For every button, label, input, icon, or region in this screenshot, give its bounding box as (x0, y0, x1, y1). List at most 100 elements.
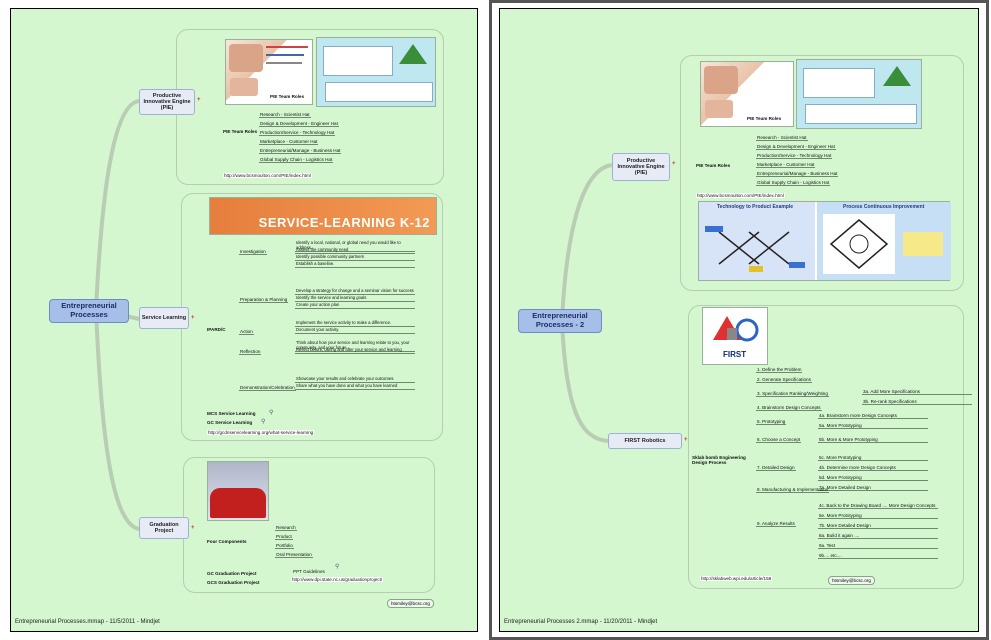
hand-photo (704, 66, 738, 94)
pie-link[interactable]: http://www.bcsmoulton.com/PIE/index.html (696, 193, 785, 198)
root-topic[interactable]: Entrepreneurial Processes (49, 299, 129, 323)
design-substep[interactable]: 4b. Determine more Design Concepts (818, 465, 928, 472)
stage-label[interactable]: Action (239, 329, 254, 336)
stage-item[interactable]: Reflect before, during and after your se… (295, 347, 415, 354)
cycle-diagram-icon (823, 214, 943, 274)
pie-diagram-image (316, 37, 436, 107)
component-item[interactable]: Oral Presentation (275, 552, 313, 559)
link-icon[interactable]: ⚲ (261, 419, 266, 425)
diag-right-title: Process Continuous Improvement (843, 204, 925, 210)
role-item[interactable]: Global Supply Chain - Logistics Hat (259, 157, 334, 164)
role-item[interactable]: Entrepreneurial/Manage - Business Hat (259, 148, 342, 155)
pie-roles-label: PIE Team Roles (696, 163, 731, 168)
map-page-right: Entrepreneurial Processes - 2 Productive… (499, 8, 979, 632)
expand-icon[interactable]: + (191, 315, 195, 321)
role-item[interactable]: Design & Development - Engineer Hat (756, 144, 836, 151)
design-substep[interactable]: 5d. More Prototyping (818, 475, 928, 482)
design-step[interactable]: 4. Brainstorm Design Concepts (756, 405, 822, 412)
design-step[interactable]: 5. Prototyping (756, 419, 787, 426)
expand-icon[interactable]: + (191, 525, 195, 531)
design-substep[interactable]: 7b. More Detailed Design (818, 523, 938, 530)
design-substep[interactable]: 3a. Add More Specifications (862, 389, 972, 396)
pyramid-icon (399, 44, 427, 64)
role-item[interactable]: Production/Service - Technology Hat (259, 130, 336, 137)
first-link[interactable]: http://sklabweb.wpi.edu/article/158 (700, 576, 773, 581)
stage-item[interactable]: Establish a baseline. (295, 261, 415, 268)
role-item[interactable]: Global Supply Chain - Logistics Hat (756, 180, 831, 187)
stage-item[interactable]: Identify a local, national, or global ne… (295, 240, 415, 252)
sl-extra-1[interactable]: GC Service Learning (207, 420, 253, 425)
design-step[interactable]: 7. Detailed Design (756, 465, 796, 472)
design-substep[interactable]: 5e. More Prototyping (818, 513, 938, 520)
design-step[interactable]: 1. Define the Problem (756, 367, 803, 374)
stage-item[interactable]: Identify possible community partners (295, 254, 415, 261)
link-icon[interactable]: ⚲ (269, 410, 274, 416)
stage-item[interactable]: Document your activity. (295, 327, 415, 334)
component-item[interactable]: Portfolio (275, 543, 294, 550)
gp-topic[interactable]: Graduation Project (139, 517, 189, 539)
email-tag[interactable]: htsmiley@bcsc.org (828, 576, 875, 585)
pie-link[interactable]: http://www.bcsmoulton.com/PIE/index.html (223, 173, 312, 178)
pie-topic[interactable]: Productive Innovative Engine (PIE) (139, 89, 195, 115)
pie-diagram-image (796, 59, 922, 129)
role-item[interactable]: Marketplace - Customer Hat (259, 139, 319, 146)
design-step[interactable]: 6. Choose a Concept (756, 437, 802, 444)
first-topic[interactable]: FIRST Robotics (608, 433, 682, 449)
role-item[interactable]: Design & Development - Engineer Hat (259, 121, 339, 128)
stage-item[interactable]: Think about how your service and learnin… (295, 340, 415, 352)
pie-image: PIE Team Roles (700, 61, 794, 127)
design-substep[interactable]: 5a. More Prototyping (818, 423, 928, 430)
design-substep[interactable]: 9a. Test (818, 543, 938, 550)
design-substep[interactable]: 4c. Back to the Drawing Board .... More … (818, 503, 938, 510)
root-topic[interactable]: Entrepreneurial Processes - 2 (518, 309, 602, 333)
stage-item[interactable]: Create your action plan (295, 302, 415, 309)
design-substep[interactable]: 9b.... etc.... (818, 553, 938, 560)
stage-label[interactable]: Preparation & Planning (239, 297, 289, 304)
first-logo-text: FIRST (723, 350, 747, 359)
sl-topic[interactable]: Service Learning (139, 307, 189, 329)
expand-icon[interactable]: + (672, 161, 676, 167)
sl-extra-0[interactable]: MCS Service Learning (207, 411, 256, 416)
sl-link[interactable]: http://gcdnservicelearning.org/what-serv… (207, 430, 315, 435)
role-item[interactable]: Entrepreneurial/Manage - Business Hat (756, 171, 839, 178)
link-icon[interactable]: ⚲ (335, 564, 340, 570)
design-substep[interactable]: 3b. Re-rank Specifications (862, 399, 972, 406)
stage-label[interactable]: Investigation (239, 249, 267, 256)
design-substep[interactable]: 5b. More & More Prototyping (818, 437, 928, 444)
design-substep[interactable]: 7a. More Detailed Design (818, 485, 928, 492)
stage-item[interactable]: Showcase your results and celebrate your… (295, 376, 415, 383)
graduates-silhouette (210, 488, 266, 518)
stage-item[interactable]: Assess the community need (295, 247, 415, 254)
sl-banner-text: SERVICE-LEARNING K-12 (258, 215, 430, 230)
role-item[interactable]: Research - Scientist Hat (756, 135, 808, 142)
stage-item[interactable]: Identify the service and learning goals (295, 295, 415, 302)
design-substep[interactable]: 8a. Build it again .... (818, 533, 938, 540)
email-tag[interactable]: htsmiley@bcsc.org (387, 599, 434, 608)
pie-topic[interactable]: Productive Innovative Engine (PIE) (612, 153, 670, 181)
design-step[interactable]: 3. Specification Ranking/Weighting (756, 391, 829, 398)
expand-icon[interactable]: + (684, 437, 688, 443)
design-step[interactable]: 2. Generate Specifications (756, 377, 812, 384)
design-substep[interactable]: 5c. More Prototyping (818, 455, 928, 462)
stage-label[interactable]: Reflection (239, 349, 262, 356)
stage-item[interactable]: Develop a strategy for change and a semi… (295, 288, 415, 295)
gp-extra-0[interactable]: GC Graduation Project (207, 571, 257, 576)
gp-extra-1[interactable]: GCS Graduation Project (207, 580, 260, 585)
design-substep[interactable]: 4a. Brainstorm more Design Concepts (818, 413, 928, 420)
map-page-left: Entrepreneurial Processes Productive Inn… (10, 8, 478, 632)
gp-link[interactable]: http://www.dpi.state.nc.us/graduationpro… (291, 577, 384, 582)
role-item[interactable]: Production/Service - Technology Hat (756, 153, 833, 160)
role-item[interactable]: Marketplace - Customer Hat (756, 162, 816, 169)
design-step[interactable]: 9. Analyze Results (756, 521, 796, 528)
expand-icon[interactable]: + (197, 97, 201, 103)
gp-ppt[interactable]: PPT Guidelines (293, 569, 325, 574)
process-diagrams: Technology to Product Example Process Co… (698, 201, 951, 281)
role-item[interactable]: Research - Scientist Hat (259, 112, 311, 119)
stage-label[interactable]: Demonstration/Celebration (239, 385, 296, 392)
stage-item[interactable]: Share what you have done and what you ha… (295, 383, 415, 390)
component-item[interactable]: Product (275, 534, 293, 541)
stage-item[interactable]: Implement the service activity to make a… (295, 320, 415, 327)
design-step[interactable]: 8. Manufacturing & Implementation (756, 487, 830, 494)
hand-photo (229, 44, 263, 72)
component-item[interactable]: Research (275, 525, 297, 532)
